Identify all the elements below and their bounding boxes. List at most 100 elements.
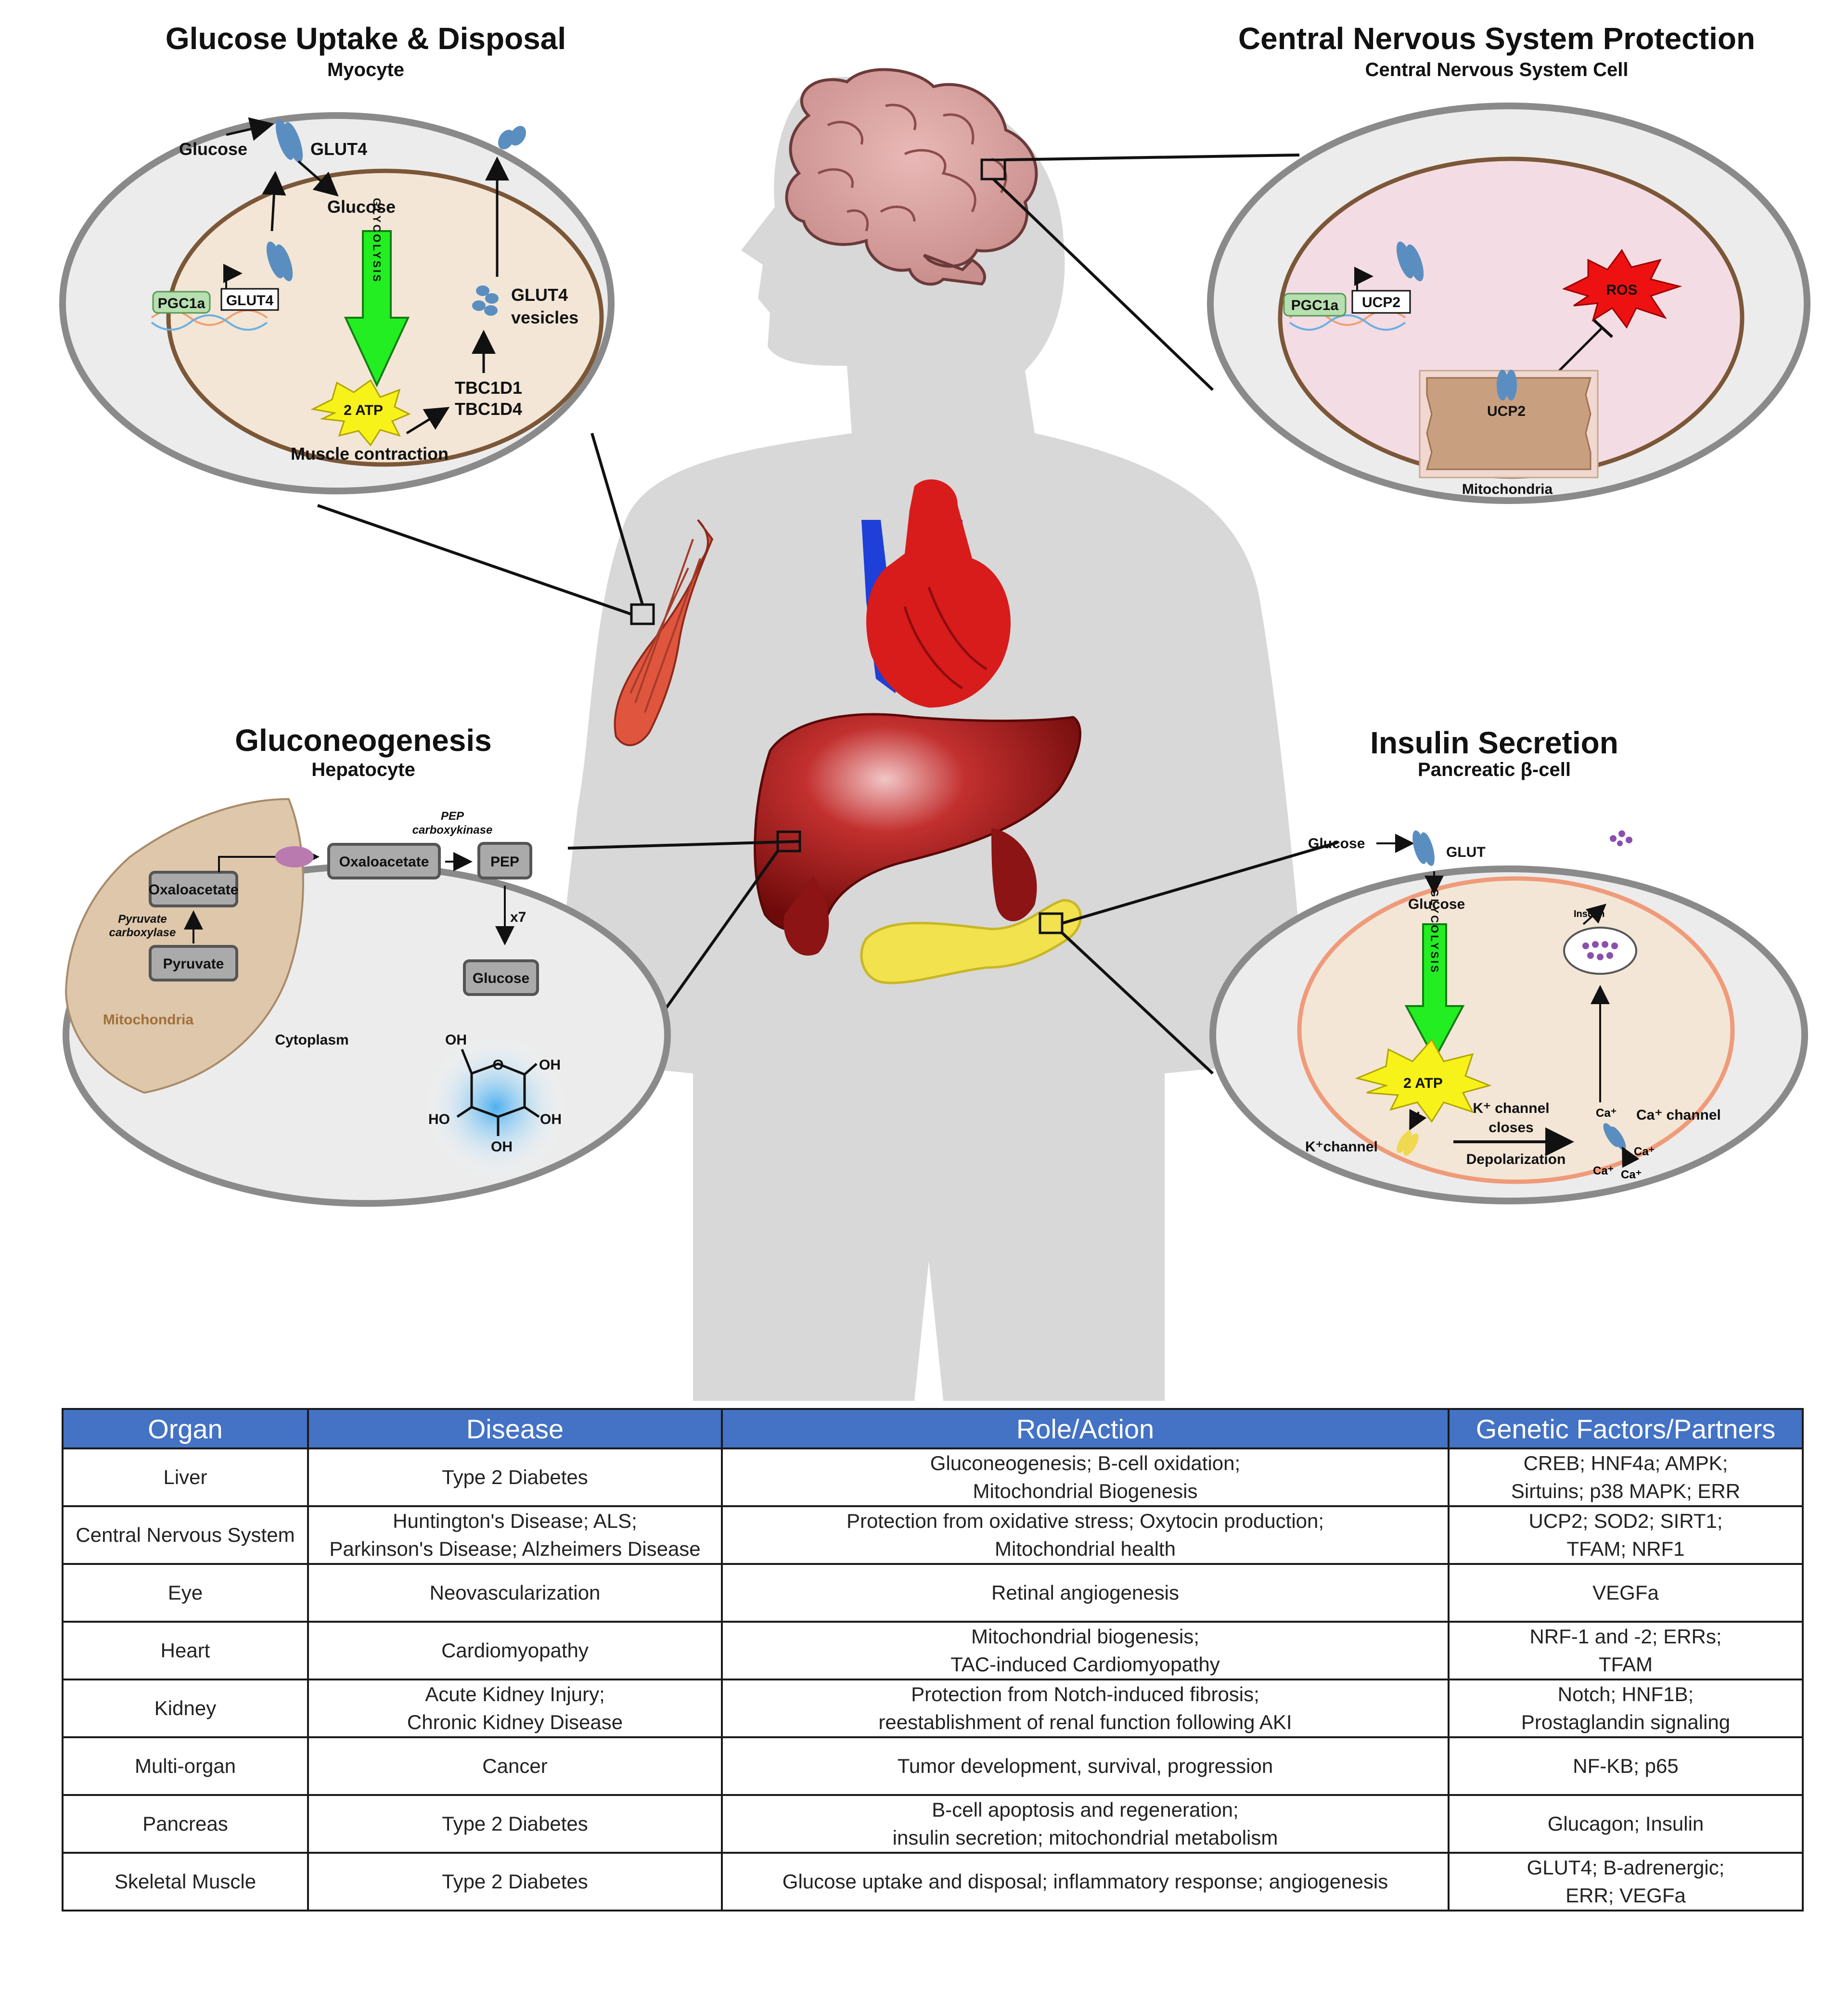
cell-organ: Multi-organ bbox=[62, 1736, 309, 1796]
table-row: Central Nervous System Huntington's Disea… bbox=[62, 1505, 1804, 1565]
beta-ca-3: Ca⁺ bbox=[1593, 1164, 1614, 1177]
myocyte-pgc1a: PGC1a bbox=[158, 296, 205, 311]
oxaloacetate-cyto: Oxaloacetate bbox=[339, 854, 429, 870]
liver-icon bbox=[754, 713, 1081, 956]
cell-organ: Heart bbox=[62, 1621, 309, 1680]
beta-ca-2: Ca⁺ bbox=[1634, 1145, 1655, 1158]
pep-carboxykinase-2: carboxykinase bbox=[412, 824, 493, 837]
oh-top: OH bbox=[445, 1032, 467, 1048]
cell-disease-line: Cancer bbox=[482, 1755, 548, 1777]
cell-factors: UCP2; SOD2; SIRT1;TFAM; NRF1 bbox=[1448, 1505, 1804, 1565]
beta-ca-4: Ca⁺ bbox=[1621, 1168, 1642, 1181]
cell-role: Protection from oxidative stress; Oxytoc… bbox=[721, 1505, 1450, 1565]
cns-panel: Central Nervous System Protection Centra… bbox=[1207, 21, 1810, 504]
myocyte-glucose-in: Glucose bbox=[327, 197, 396, 217]
cell-factors: NF-KB; p65 bbox=[1448, 1736, 1804, 1796]
cns-ucp2: UCP2 bbox=[1487, 403, 1526, 419]
heart-icon bbox=[861, 479, 1011, 708]
cell-factors: Notch; HNF1B;Prostaglandin signaling bbox=[1448, 1679, 1804, 1738]
pyruvate-carboxylase-1: Pyruvate bbox=[118, 913, 167, 926]
hepatocyte-cytoplasm: Cytoplasm bbox=[275, 1032, 348, 1048]
myocyte-tbc1d1: TBC1D1 bbox=[455, 378, 522, 398]
beta-ca-1: Ca⁺ bbox=[1596, 1107, 1617, 1120]
table-row: Skeletal Muscle Type 2 Diabetes Glucose up… bbox=[62, 1852, 1804, 1912]
oh-right2: OH bbox=[540, 1111, 562, 1127]
hepatocyte-panel: Gluconeogenesis Hepatocyte Mitochondria … bbox=[63, 723, 671, 1207]
beta-glut: GLUT bbox=[1446, 844, 1486, 860]
cell-role: Protection from Notch-induced fibrosis;r… bbox=[721, 1679, 1450, 1738]
brain-icon bbox=[785, 68, 1038, 286]
cell-role-line: Gluconeogenesis; B-cell oxidation; bbox=[930, 1452, 1241, 1474]
cell-factors: GLUT4; B-adrenergic;ERR; VEGFa bbox=[1448, 1852, 1804, 1912]
cell-disease-line: Chronic Kidney Disease bbox=[407, 1711, 623, 1733]
cell-organ: Central Nervous System bbox=[62, 1505, 309, 1565]
myocyte-subtitle: Myocyte bbox=[327, 59, 404, 80]
cell-role-line: Mitochondrial health bbox=[995, 1537, 1176, 1560]
cell-disease-line: Huntington's Disease; ALS; bbox=[393, 1510, 637, 1532]
col-header-organ: Organ bbox=[62, 1408, 309, 1449]
cell-factors-line: CREB; HNF4a; AMPK; bbox=[1523, 1452, 1728, 1474]
cns-subtitle: Central Nervous System Cell bbox=[1365, 59, 1629, 80]
ho-left: HO bbox=[428, 1111, 450, 1127]
cell-disease-line: Parkinson's Disease; Alzheimers Disease bbox=[329, 1537, 701, 1560]
cell-factors: NRF-1 and -2; ERRs;TFAM bbox=[1448, 1621, 1804, 1680]
cell-factors-line: Notch; HNF1B; bbox=[1557, 1683, 1694, 1705]
cell-disease-line: Type 2 Diabetes bbox=[442, 1812, 588, 1835]
cell-factors-line: NRF-1 and -2; ERRs; bbox=[1529, 1625, 1722, 1648]
cell-disease: Cardiomyopathy bbox=[307, 1621, 723, 1680]
cell-role-line: Tumor development, survival, progression bbox=[897, 1755, 1273, 1777]
cell-role-line: Mitochondrial biogenesis; bbox=[971, 1625, 1199, 1648]
cell-disease-line: Acute Kidney Injury; bbox=[425, 1683, 605, 1705]
cell-role-line: TAC-induced Cardiomyopathy bbox=[950, 1653, 1220, 1676]
cell-organ: Skeletal Muscle bbox=[62, 1852, 309, 1912]
myocyte-tbc1d4: TBC1D4 bbox=[455, 399, 522, 419]
pgc1a-function-table: Organ Disease Role/Action Genetic Factor… bbox=[62, 1408, 1804, 1912]
glucose-molecule-icon bbox=[456, 1049, 540, 1136]
table-header-row: Organ Disease Role/Action Genetic Factor… bbox=[62, 1408, 1804, 1449]
beta-k-channel-closes-2: closes bbox=[1489, 1120, 1533, 1136]
cell-role-line: Retinal angiogenesis bbox=[991, 1581, 1179, 1604]
beta-ca-channel: Ca⁺ channel bbox=[1636, 1107, 1721, 1123]
cns-mitochondria: Mitochondria bbox=[1462, 481, 1553, 497]
table-row: Kidney Acute Kidney Injury; Chronic Kidney… bbox=[62, 1679, 1804, 1738]
cell-role: Retinal angiogenesis bbox=[721, 1563, 1450, 1623]
cell-role-line: reestablishment of renal function follow… bbox=[878, 1711, 1292, 1733]
hepatocyte-title: Gluconeogenesis bbox=[235, 723, 491, 758]
cns-title: Central Nervous System Protection bbox=[1238, 21, 1755, 56]
table-row: Eye Neovascularization Retinal angiogenesi… bbox=[62, 1563, 1804, 1623]
cell-role: Tumor development, survival, progression bbox=[721, 1736, 1450, 1796]
cell-role-line: Glucose uptake and disposal; inflammator… bbox=[782, 1870, 1388, 1893]
cns-ucp2-gene: UCP2 bbox=[1362, 295, 1400, 310]
cell-disease-line: Type 2 Diabetes bbox=[442, 1870, 588, 1893]
cell-factors-line: VEGFa bbox=[1592, 1581, 1659, 1604]
cell-factors-line: Glucagon; Insulin bbox=[1547, 1812, 1704, 1835]
cell-disease-line: Neovascularization bbox=[429, 1581, 601, 1604]
oh-bottom: OH bbox=[491, 1139, 513, 1155]
cns-pgc1a: PGC1a bbox=[1291, 297, 1339, 313]
cell-role-line: insulin secretion; mitochondrial metabol… bbox=[892, 1826, 1278, 1849]
beta-cell-subtitle: Pancreatic β-cell bbox=[1418, 759, 1571, 780]
table-row: Multi-organ Cancer Tumor development, surv… bbox=[62, 1736, 1804, 1796]
cell-organ: Eye bbox=[62, 1563, 309, 1623]
cell-organ: Kidney bbox=[62, 1679, 309, 1738]
col-header-disease: Disease bbox=[307, 1408, 723, 1449]
cell-role-line: Mitochondrial Biogenesis bbox=[973, 1480, 1198, 1502]
cell-organ: Liver bbox=[62, 1447, 309, 1507]
myocyte-panel: Glucose Uptake & Disposal Myocyte Glucos… bbox=[59, 21, 615, 494]
cell-role: Gluconeogenesis; B-cell oxidation; Mitoch… bbox=[721, 1447, 1450, 1507]
oh-right1: OH bbox=[539, 1057, 561, 1073]
body-diagram: Glucose Uptake & Disposal Myocyte Glucos… bbox=[59, 21, 1810, 1401]
connector-lines bbox=[317, 154, 1338, 1075]
cell-factors: VEGFa bbox=[1448, 1563, 1804, 1623]
beta-cell-panel: Insulin Secretion Pancreatic β-cell Gluc… bbox=[1209, 725, 1808, 1204]
cell-disease-line: Cardiomyopathy bbox=[441, 1639, 589, 1662]
myocyte-glut4-vesicles-2: vesicles bbox=[511, 308, 578, 327]
myocyte-glut4-gene: GLUT4 bbox=[226, 293, 274, 309]
myocyte-glycolysis: GLYCOLYSIS bbox=[371, 198, 383, 284]
myocyte-muscle-contraction: Muscle contraction bbox=[291, 444, 449, 464]
myocyte-glucose-out: Glucose bbox=[179, 139, 247, 159]
beta-k-channel-closes-1: K⁺ channel bbox=[1473, 1100, 1549, 1116]
glucose-box: Glucose bbox=[473, 970, 529, 986]
beta-glycolysis: GLYCOLYSIS bbox=[1429, 889, 1441, 974]
